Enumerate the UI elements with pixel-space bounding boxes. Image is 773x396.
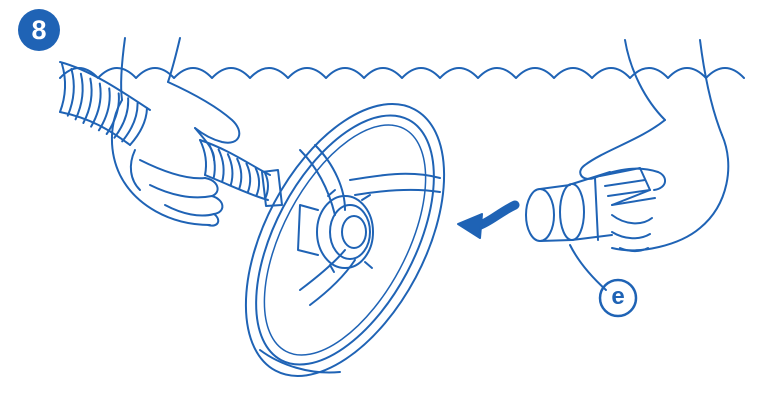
left-hand-icon [111,37,241,227]
cleaner-disc-icon [244,103,446,377]
corrugated-hose-icon [59,61,283,207]
connector-callout-label: e [611,283,625,310]
hub-icon [297,189,374,273]
wave-line-icon [59,67,745,79]
curved-arrow-icon [457,200,520,239]
right-hand-icon [579,39,730,252]
callout-leader [569,244,638,318]
step-number-badge: 8 [18,9,60,51]
